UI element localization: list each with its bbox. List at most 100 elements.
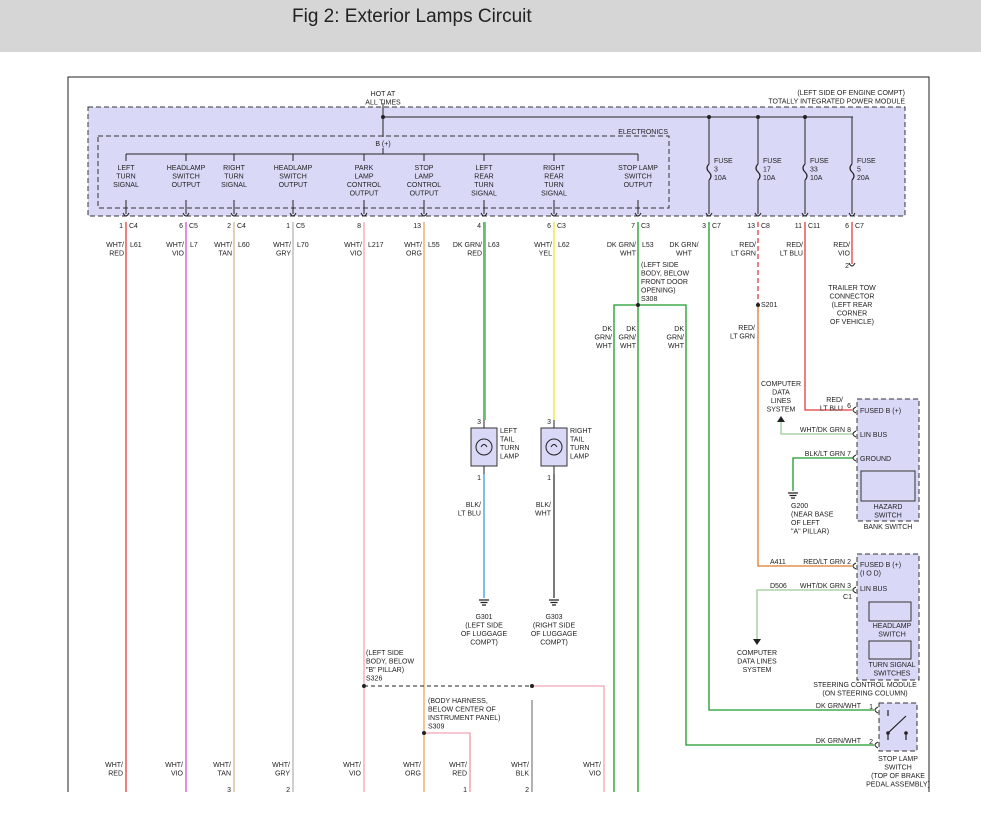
hazard-switch-box [860,470,916,502]
stop-switch-contact-point [904,731,908,735]
stop-switch-wire-label-1: DK GRN/WHT [816,738,862,745]
output-pin-8: 7 [631,223,635,230]
output-terminal-6 [480,212,488,217]
hazard-ground [788,492,798,499]
scm-lin-wire [756,589,853,640]
fuse-node-dot [756,115,760,119]
bottom-pin-3: 2 [286,787,290,794]
hazard-pin-2: 7 [847,451,851,458]
output-pin-4: 8 [357,223,361,230]
output-terminal-5 [420,212,428,217]
wire-code-7: L62 [558,242,570,249]
lamp-filament-icon-right [550,444,558,448]
scm-circuit-0: A411 [770,559,786,566]
fuse-terminal-2 [801,212,809,217]
wire-code-4: L217 [368,242,384,249]
output-conn-2: C4 [237,223,246,230]
fuse-pin-1: 13 [747,223,755,230]
output-pin-5: 13 [413,223,421,230]
trailer-terminal [848,262,856,267]
output-conn-8: C3 [641,223,650,230]
hazard-ground-wire [792,457,853,491]
bottom-pin-6: 1 [463,787,467,794]
wire-code-2: L60 [238,242,250,249]
fuse-conn-1: C8 [761,223,770,230]
fuse33-hazard-wire [804,222,852,411]
scm-pin-label-1: LIN BUS [860,586,888,593]
hazard-terminal-2 [852,454,857,462]
lamp-body-left [470,427,498,467]
fuse-pin-3: 6 [845,223,849,230]
scm-pin-1: 3 [847,583,851,590]
bottom-wire-label-8: WHT/VIO [583,762,601,778]
hazard-lin-wire [780,418,853,435]
hazard-wire-label-1: WHT/DK GRN [800,427,845,434]
bottom-wire-label-7: WHT/BLK [511,762,529,778]
wire-label-8: DK GRN/WHT [607,242,637,258]
lamp-ground-wire-label-right: BLK/WHT [535,502,552,518]
stop-switch-box [878,702,918,752]
hazard-pin-1: 8 [847,427,851,434]
fuse-icon [802,163,808,181]
scm-pin-label-0: FUSED B (+)(I O D) [860,562,901,578]
scm-pin-0: 2 [847,559,851,566]
output-terminal-3 [289,212,297,217]
wire-label-9: DK GRN/WHT [669,242,698,258]
fuse-icon [755,163,761,181]
fuse-node-dot [803,115,807,119]
lamp-body-right [540,427,568,467]
hazard-cdl-arrow [777,416,785,422]
fuse-pin-0: 3 [702,223,706,230]
wire-code-8: L53 [642,242,654,249]
scm-conn: C1 [843,594,852,601]
wire-code-6: L63 [488,242,500,249]
wire-code-3: L70 [297,242,309,249]
lamp-pin-bot-left: 1 [477,475,481,482]
trailer-pin: 2 [845,263,849,270]
output-terminal-1 [182,212,190,217]
splice-s326 [362,684,366,688]
s201-wire-label: RED/LT GRN [730,325,755,341]
splice-s326-end [530,684,534,688]
lamp-ground-left [479,599,489,606]
scm-title: STEERING CONTROL MODULE(ON STEERING COLU… [813,682,917,698]
splice-s201 [756,303,760,307]
output-pin-7: 6 [547,223,551,230]
output-terminal-2 [230,212,238,217]
hazard-pin-label-1: LIN BUS [860,432,888,439]
output-pin-3: 1 [286,223,290,230]
electronics-box [97,135,670,209]
output-pin-2: 2 [227,223,231,230]
wire-label-11: RED/LT BLU [780,242,803,258]
wire-label-7: WHT/YEL [534,242,552,258]
wire-label-4: WHT/VIO [344,242,362,258]
output-conn-1: C5 [189,223,198,230]
output-terminal-4 [360,212,368,217]
fuse-terminal-1 [754,212,762,217]
bottom-wire-label-5: WHT/ORG [403,762,421,778]
fuse-icon [706,163,712,181]
stop-switch-pivot [886,731,890,735]
wire-label-10: RED/LT GRN [731,242,756,258]
figure-header: Fig 2: Exterior Lamps Circuit [0,0,981,52]
lamp-bulb-icon-right [545,438,563,456]
output-pin-0: 1 [119,223,123,230]
bank-switch-label: BANK SWITCH [864,524,913,531]
